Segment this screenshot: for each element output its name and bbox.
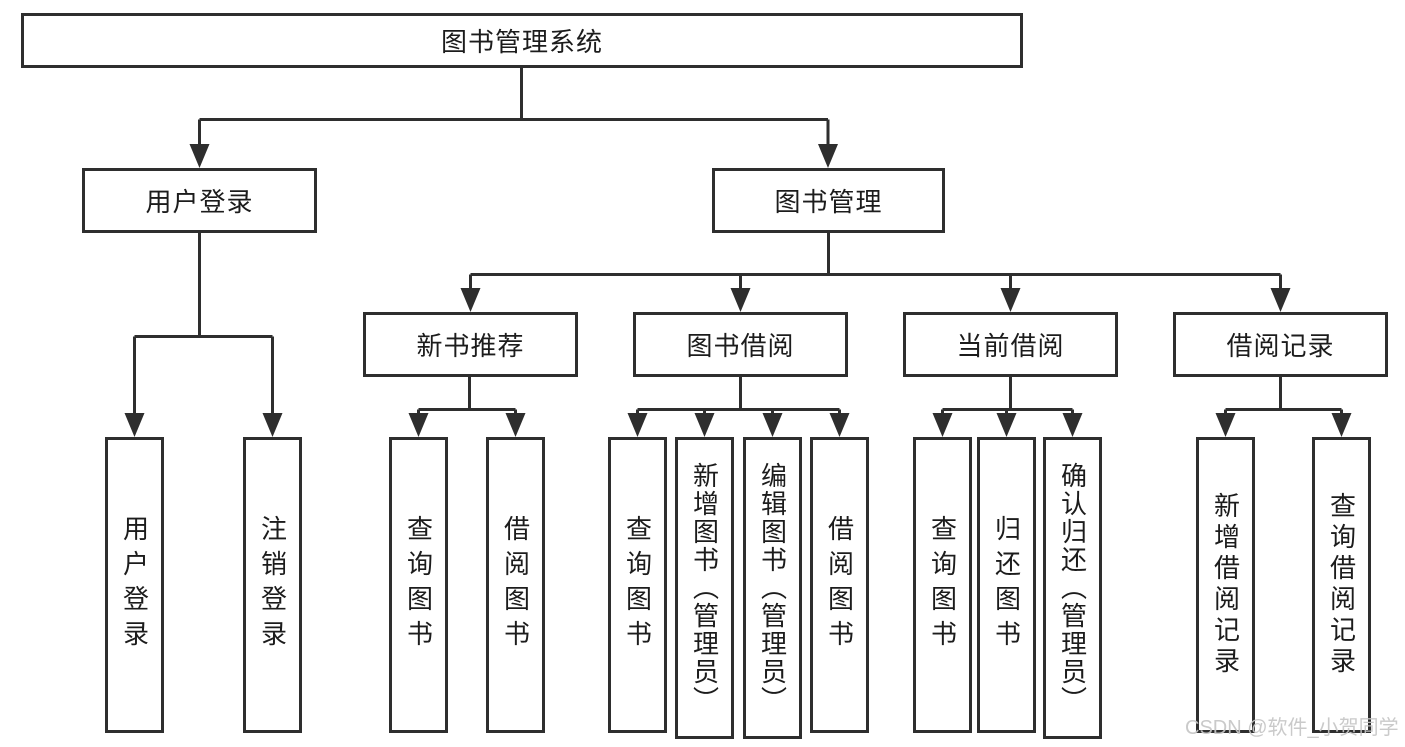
connector-lines (636, 377, 841, 415)
connector-borrow-records-children (1215, 377, 1352, 437)
leaf-borrow-books-recommend: 借阅图书 (486, 437, 545, 733)
arrowheads (124, 413, 283, 437)
leaf-label: 借阅图书 (824, 515, 855, 655)
connector-lines (1224, 377, 1343, 415)
arrowheads (627, 413, 850, 437)
connector-lines (417, 377, 517, 415)
leaf-edit-book-admin: 编辑图书（管理员） (743, 437, 802, 739)
leaf-borrow-books: 借阅图书 (810, 437, 869, 733)
connector-user-login-children (124, 233, 283, 437)
leaf-label: 查询图书 (622, 515, 653, 655)
connector-lines (941, 377, 1074, 415)
node-current-borrowing: 当前借阅 (903, 312, 1118, 377)
leaf-label: 查询借阅记录 (1326, 492, 1357, 678)
connector-lines (198, 68, 830, 146)
leaf-logout: 注销登录 (243, 437, 302, 733)
connector-current-borrow-children (932, 377, 1083, 437)
arrowheads (932, 413, 1083, 437)
leaf-label: 归还图书 (991, 515, 1022, 655)
connector-root-to-level2 (189, 68, 838, 168)
leaf-label: 确认归还（管理员） (1057, 462, 1088, 714)
connector-lines (133, 233, 274, 415)
leaf-label: 查询图书 (403, 515, 434, 655)
arrowheads (1215, 413, 1352, 437)
node-label: 当前借阅 (956, 331, 1065, 361)
node-label: 新书推荐 (416, 331, 525, 361)
node-label: 用户登录 (145, 187, 254, 217)
connector-lines (469, 233, 1282, 290)
leaf-label: 借阅图书 (500, 515, 531, 655)
leaf-label: 用户登录 (119, 515, 150, 655)
leaf-user-login: 用户登录 (105, 437, 164, 733)
leaf-label: 编辑图书（管理员） (757, 462, 788, 714)
node-new-book-recommendation: 新书推荐 (363, 312, 578, 377)
connector-book-borrow-children (627, 377, 850, 437)
leaf-label: 查询图书 (927, 515, 958, 655)
leaf-query-books-borrow: 查询图书 (608, 437, 667, 733)
node-label: 图书管理系统 (440, 27, 603, 57)
connector-new-book-rec-children (408, 377, 526, 437)
leaf-label: 新增图书（管理员） (689, 462, 720, 714)
leaf-query-books-recommend: 查询图书 (389, 437, 448, 733)
connector-book-management-children (460, 233, 1291, 312)
node-label: 借阅记录 (1226, 331, 1335, 361)
leaf-add-borrow-record: 新增借阅记录 (1196, 437, 1255, 733)
leaf-query-borrow-record: 查询借阅记录 (1312, 437, 1371, 733)
leaf-confirm-return-admin: 确认归还（管理员） (1043, 437, 1102, 739)
node-book-management: 图书管理 (712, 168, 945, 233)
node-label: 图书借阅 (686, 331, 795, 361)
leaf-return-books: 归还图书 (977, 437, 1036, 733)
node-borrowing-records: 借阅记录 (1173, 312, 1388, 377)
leaf-label: 新增借阅记录 (1210, 492, 1241, 678)
node-label: 图书管理 (774, 187, 883, 217)
watermark: CSDN @软件_小贺同学 (1185, 717, 1399, 739)
leaf-label: 注销登录 (257, 515, 288, 655)
arrowheads (189, 144, 838, 168)
arrowheads (460, 288, 1291, 312)
node-user-login: 用户登录 (82, 168, 317, 233)
node-library-management-system: 图书管理系统 (21, 13, 1023, 68)
node-book-borrowing: 图书借阅 (633, 312, 848, 377)
arrowheads (408, 413, 526, 437)
leaf-query-books-current: 查询图书 (913, 437, 972, 733)
leaf-add-book-admin: 新增图书（管理员） (675, 437, 734, 739)
